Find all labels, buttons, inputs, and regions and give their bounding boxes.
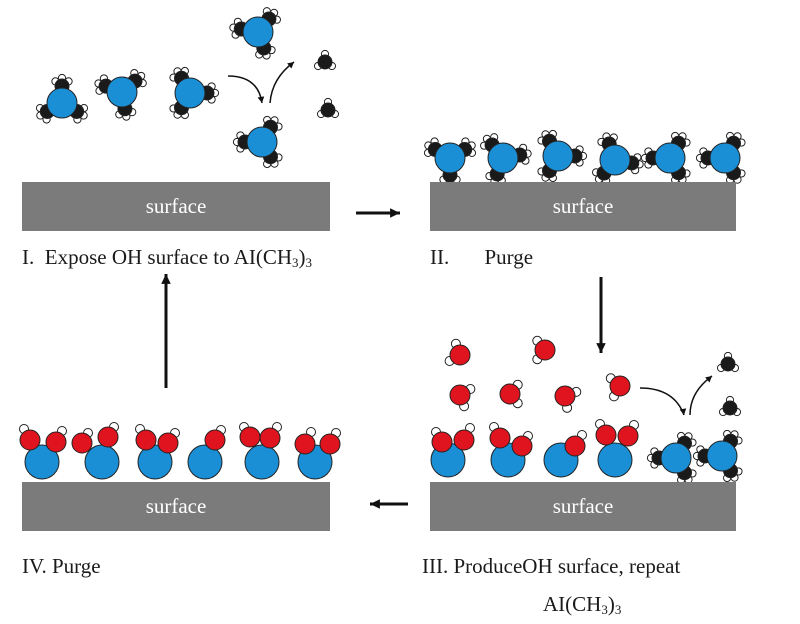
arrow-icon-head <box>161 274 171 284</box>
methane-carbon <box>720 356 736 372</box>
oxygen-atom <box>511 435 533 457</box>
arrow-icon-head <box>370 499 380 509</box>
curved-arrow-icon <box>689 375 713 416</box>
step-2-label: II. Purge <box>430 247 533 268</box>
oxygen-atom <box>294 433 316 455</box>
surface-slab-1: surface <box>22 182 330 231</box>
step-3-line2-close: ) <box>607 592 615 616</box>
aluminum-atom <box>660 442 692 474</box>
curved-arrow-icon <box>269 61 295 104</box>
aluminum-atom <box>706 440 738 472</box>
step-3-label-line2: AI(CH3)3 <box>543 592 622 617</box>
aluminum-atom <box>654 142 686 174</box>
step-2-text: Purge <box>484 245 534 269</box>
step-1-sub: 3 <box>292 255 299 270</box>
oxygen-atom <box>259 427 281 449</box>
aluminum-atom <box>487 142 519 174</box>
oxygen-atom <box>71 432 93 454</box>
oxygen-atom <box>204 429 226 451</box>
surface-aluminum <box>187 444 223 480</box>
oxygen-atom <box>609 375 631 397</box>
aluminum-atom <box>542 140 574 172</box>
surface-aluminum <box>597 442 633 478</box>
curved-arrow-icon-head <box>287 62 294 69</box>
oxygen-atom <box>97 426 119 448</box>
surface-slab-4: surface <box>22 482 330 531</box>
surface-slab-3: surface <box>430 482 736 531</box>
oxygen-atom <box>617 425 639 447</box>
oxygen-atom <box>453 429 475 451</box>
step-1-number: I. <box>22 245 35 269</box>
surface-aluminum <box>24 444 60 480</box>
oxygen-atom <box>499 383 521 405</box>
oxygen-atom <box>554 385 576 407</box>
curved-arrow-icon-head <box>705 376 712 383</box>
aluminum-atom <box>599 144 631 176</box>
aluminum-atom <box>246 126 278 158</box>
step-3-line2-text: AI(CH <box>543 592 602 616</box>
oxygen-atom <box>564 435 586 457</box>
step-3-line2-sub2: 3 <box>614 602 622 617</box>
step-1-close: ) <box>298 245 306 269</box>
methane-carbon <box>320 102 336 118</box>
step-4-label: IV. Purge <box>22 556 101 577</box>
oxygen-atom <box>449 344 471 366</box>
surface-slab-2: surface <box>430 182 736 231</box>
step-4-text: Purge <box>51 554 101 578</box>
oxygen-atom <box>319 433 341 455</box>
step-1-label: I. Expose OH surface to AI(CH3)3 <box>22 245 313 270</box>
oxygen-atom <box>431 431 453 453</box>
oxygen-atom <box>19 429 41 451</box>
oxygen-atom <box>595 424 617 446</box>
step-4-number: IV. <box>22 554 47 578</box>
step-3-number: III. <box>422 554 449 578</box>
methane-carbon <box>722 400 738 416</box>
surface-aluminum <box>84 444 120 480</box>
arrow-icon-head <box>390 208 400 218</box>
step-3-line2-sub: 3 <box>601 602 608 617</box>
step-3-text: ProduceOH surface, repeat <box>453 554 681 578</box>
surface-aluminum <box>244 444 280 480</box>
oxygen-atom <box>534 339 556 361</box>
aluminum-atom <box>709 142 741 174</box>
curved-arrow-icon-head <box>679 408 687 415</box>
aluminum-atom <box>106 76 138 108</box>
oxygen-atom <box>449 384 471 406</box>
oxygen-atom <box>157 432 179 454</box>
aluminum-atom <box>46 87 78 119</box>
step-1-text: Expose OH surface to AI(CH <box>44 245 293 269</box>
arrow-icon-head <box>596 343 606 353</box>
aluminum-atom <box>434 142 466 174</box>
oxygen-atom <box>135 429 157 451</box>
oxygen-atom <box>239 426 261 448</box>
oxygen-atom <box>489 427 511 449</box>
oxygen-atom <box>45 431 67 453</box>
aluminum-atom <box>242 16 274 48</box>
curved-arrow-icon <box>227 75 263 104</box>
step-1-sub2: 3 <box>305 255 313 270</box>
curved-arrow-icon-head <box>257 96 265 103</box>
step-3-label: III. ProduceOH surface, repeat <box>422 556 680 577</box>
aluminum-atom <box>174 77 206 109</box>
methane-carbon <box>317 54 333 70</box>
step-2-number: II. <box>430 245 450 269</box>
curved-arrow-icon <box>639 387 685 416</box>
